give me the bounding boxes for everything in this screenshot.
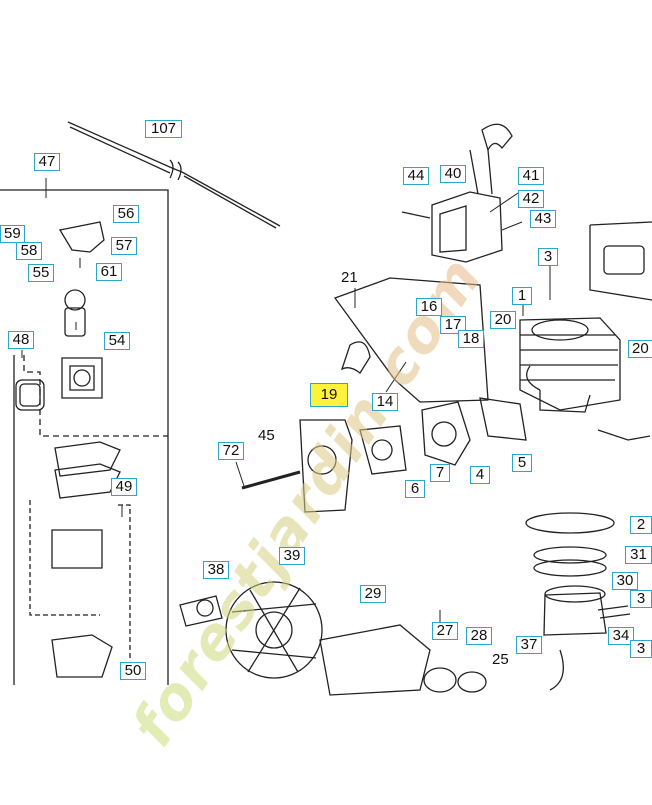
callout-c44: 44 bbox=[403, 167, 429, 185]
callout-c54: 54 bbox=[104, 332, 130, 350]
callout-c7: 7 bbox=[430, 464, 450, 482]
callout-c38: 38 bbox=[203, 561, 229, 579]
callout-c28: 28 bbox=[466, 627, 492, 645]
callout-c49: 49 bbox=[111, 478, 137, 496]
callout-c3x: 3 bbox=[630, 590, 652, 608]
callout-c57: 57 bbox=[111, 237, 137, 255]
callout-c55: 55 bbox=[28, 264, 54, 282]
callout-c56: 56 bbox=[113, 205, 139, 223]
callout-c61: 61 bbox=[96, 263, 122, 281]
callout-c6: 6 bbox=[405, 480, 425, 498]
callout-c31: 31 bbox=[625, 546, 652, 564]
label-p45: 45 bbox=[258, 427, 275, 444]
callout-c1: 1 bbox=[512, 287, 532, 305]
callout-c47: 47 bbox=[34, 153, 60, 171]
callout-c59: 59 bbox=[0, 225, 25, 243]
callout-c30: 30 bbox=[612, 572, 638, 590]
callout-c3y: 3 bbox=[630, 640, 652, 658]
callout-c19: 19 bbox=[310, 383, 348, 407]
callout-c29: 29 bbox=[360, 585, 386, 603]
callout-c58: 58 bbox=[16, 242, 42, 260]
callout-c72: 72 bbox=[218, 442, 244, 460]
callout-c43: 43 bbox=[530, 210, 556, 228]
callout-c18: 18 bbox=[458, 330, 484, 348]
callout-c14: 14 bbox=[372, 393, 398, 411]
callout-c37: 37 bbox=[516, 636, 542, 654]
callout-c5: 5 bbox=[512, 454, 532, 472]
callout-c107: 107 bbox=[145, 120, 182, 138]
callout-c48: 48 bbox=[8, 331, 34, 349]
callout-c16: 16 bbox=[416, 298, 442, 316]
callout-c2: 2 bbox=[630, 516, 652, 534]
callout-c34: 34 bbox=[608, 627, 634, 645]
callout-c50: 50 bbox=[120, 662, 146, 680]
callout-c3: 3 bbox=[538, 248, 558, 266]
callout-c41: 41 bbox=[518, 167, 544, 185]
callout-c27: 27 bbox=[432, 622, 458, 640]
callout-c17: 17 bbox=[440, 316, 466, 334]
callout-c39: 39 bbox=[279, 547, 305, 565]
label-p25: 25 bbox=[492, 651, 509, 668]
callout-c20a: 20 bbox=[490, 311, 516, 329]
label-p21: 21 bbox=[341, 269, 358, 286]
callout-c20b: 20 bbox=[628, 340, 652, 358]
callout-c40: 40 bbox=[440, 165, 466, 183]
callout-c42: 42 bbox=[518, 190, 544, 208]
callout-c4: 4 bbox=[470, 466, 490, 484]
